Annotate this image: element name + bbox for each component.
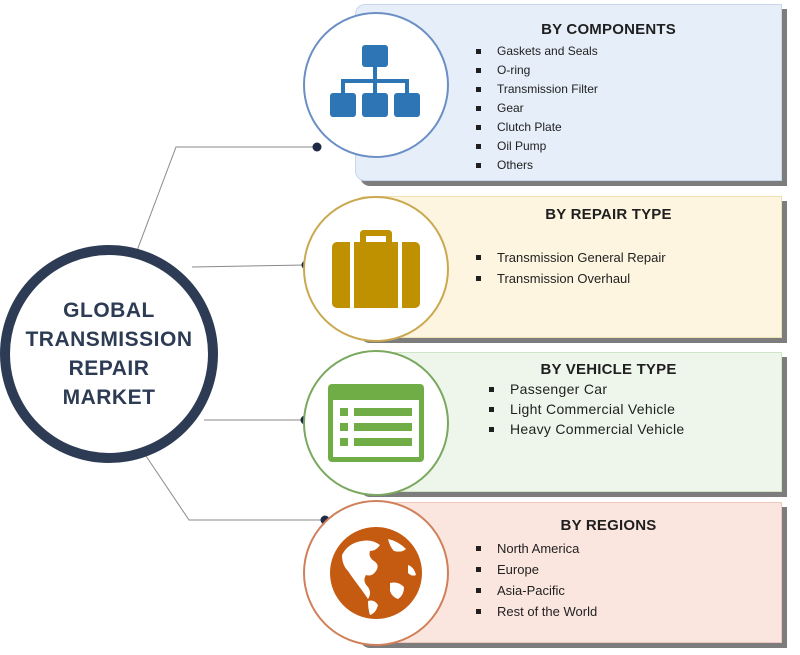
center-title: GLOBAL TRANSMISSION REPAIR MARKET [19,296,199,412]
list-item: Transmission Filter [473,80,598,99]
center-hub: GLOBAL TRANSMISSION REPAIR MARKET [0,245,218,463]
list-item: North America [473,538,597,559]
list-item: O-ring [473,61,598,80]
vehicle-type-icon-circle [303,350,449,496]
repair-type-list: Transmission General Repair Transmission… [473,247,666,289]
vehicle-type-title: BY VEHICLE TYPE [540,361,677,378]
components-icon-circle [303,12,449,158]
list-item: Europe [473,559,597,580]
regions-list: North America Europe Asia-Pacific Rest o… [473,538,597,622]
list-item: Gear [473,99,598,118]
center-title-line: REPAIR [68,357,150,380]
globe-icon [330,527,422,619]
components-title: BY COMPONENTS [541,21,676,38]
list-item: Asia-Pacific [473,580,597,601]
repair-type-icon-circle [303,196,449,342]
regions-title: BY REGIONS [560,517,657,534]
repair-type-title: BY REPAIR TYPE [545,206,672,223]
list-item: Transmission Overhaul [473,268,666,289]
list-item: Others [473,156,598,175]
briefcase-icon [332,230,420,308]
list-item: Light Commercial Vehicle [486,399,684,419]
list-window-icon [328,384,424,462]
components-list: Gaskets and Seals O-ring Transmission Fi… [473,42,598,175]
connector-components [134,146,317,257]
center-title-line: GLOBAL [63,299,155,322]
center-title-line: TRANSMISSION [25,328,193,351]
list-item: Heavy Commercial Vehicle [486,419,684,439]
list-item: Gaskets and Seals [473,42,598,61]
connector-repair [191,264,307,268]
list-item: Clutch Plate [473,118,598,137]
list-item: Rest of the World [473,601,597,622]
connector-regions [143,452,325,521]
hierarchy-icon [330,45,420,117]
list-item: Oil Pump [473,137,598,156]
list-item: Transmission General Repair [473,247,666,268]
regions-icon-circle [303,500,449,646]
vehicle-type-list: Passenger Car Light Commercial Vehicle H… [486,379,684,439]
connector-dot-components [312,142,322,152]
list-item: Passenger Car [486,379,684,399]
center-title-line: MARKET [62,386,156,409]
